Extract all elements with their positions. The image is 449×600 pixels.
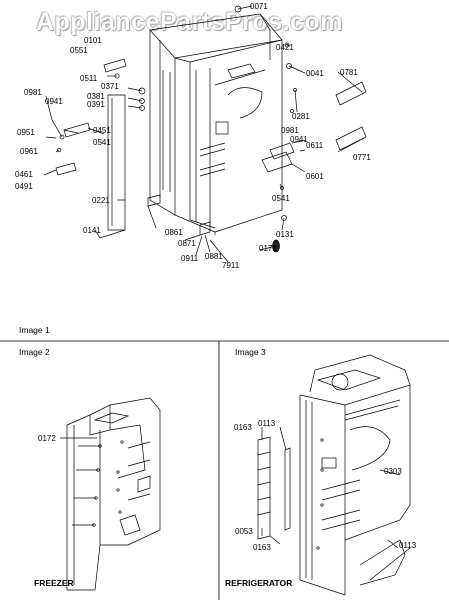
part-label-0101: 0101 xyxy=(84,36,102,45)
part-label-0451: 0451 xyxy=(93,126,111,135)
part-label-0981-right: 0981 xyxy=(281,126,299,135)
part-label-0221: 0221 xyxy=(92,196,110,205)
part-label-0421: 0421 xyxy=(276,43,294,52)
part-label-0601: 0601 xyxy=(306,172,324,181)
part-label-0131: 0131 xyxy=(276,230,294,239)
part-label-0981-left: 0981 xyxy=(24,88,42,97)
part-label-0781: 0781 xyxy=(340,68,358,77)
part-label-0381: 0381 xyxy=(87,92,105,101)
part-label-0041: 0041 xyxy=(306,69,324,78)
part-label-0541-upper: 0541 xyxy=(93,138,111,147)
trim-0771 xyxy=(335,126,367,151)
hinge-upper xyxy=(63,122,91,138)
part-label-0941-left: 0941 xyxy=(45,97,63,106)
freezer-drawing xyxy=(60,397,161,591)
part-label-0071: 0071 xyxy=(250,2,268,11)
image2-caption: Image 2 xyxy=(19,347,50,357)
part-label-0163-upper: 0163 xyxy=(234,423,252,432)
bracket-0551 xyxy=(103,58,127,73)
part-label-0771: 0771 xyxy=(353,153,371,162)
housing-0601 xyxy=(261,151,293,173)
part-label-0113-upper: 0113 xyxy=(258,419,276,428)
part-label-0541-lower: 0541 xyxy=(272,194,290,203)
part-label-0171: 0171 xyxy=(259,244,277,253)
trim-0781 xyxy=(335,81,367,106)
refrigerator-title: REFRIGERATOR xyxy=(225,578,293,588)
part-label-0391: 0391 xyxy=(87,100,105,109)
part-label-0303: 0303 xyxy=(384,467,402,476)
part-label-0871: 0871 xyxy=(178,239,196,248)
part-label-0371: 0371 xyxy=(101,82,119,91)
part-label-0961: 0961 xyxy=(20,147,38,156)
part-label-0461: 0461 xyxy=(15,170,33,179)
part-label-0941-right: 0941 xyxy=(290,135,308,144)
part-label-0113-lower: 0113 xyxy=(399,541,417,550)
part-label-0281: 0281 xyxy=(292,112,310,121)
part-label-0951: 0951 xyxy=(17,128,35,137)
freezer-title: FREEZER xyxy=(34,578,74,588)
panel-0221 xyxy=(107,94,126,231)
part-label-0163-lower: 0163 xyxy=(253,543,271,552)
image3-caption: Image 3 xyxy=(235,347,266,357)
cabinet-main xyxy=(147,13,283,236)
image1-caption: Image 1 xyxy=(19,325,50,335)
part-label-0611: 0611 xyxy=(306,141,324,150)
hinge-lower xyxy=(55,162,77,176)
part-label-0861: 0861 xyxy=(165,228,183,237)
part-label-7911: 7911 xyxy=(222,261,240,270)
refrigerator-drawing xyxy=(257,354,411,596)
part-label-0141: 0141 xyxy=(83,226,101,235)
watermark: AppliancePartsPros.com xyxy=(36,8,343,36)
part-label-0511: 0511 xyxy=(80,74,98,83)
part-label-0491: 0491 xyxy=(15,182,33,191)
part-label-0053: 0053 xyxy=(235,527,253,536)
part-label-0551: 0551 xyxy=(70,46,88,55)
part-label-0911: 0911 xyxy=(181,254,199,263)
part-label-0172: 0172 xyxy=(38,434,56,443)
part-label-0881: 0881 xyxy=(205,252,223,261)
